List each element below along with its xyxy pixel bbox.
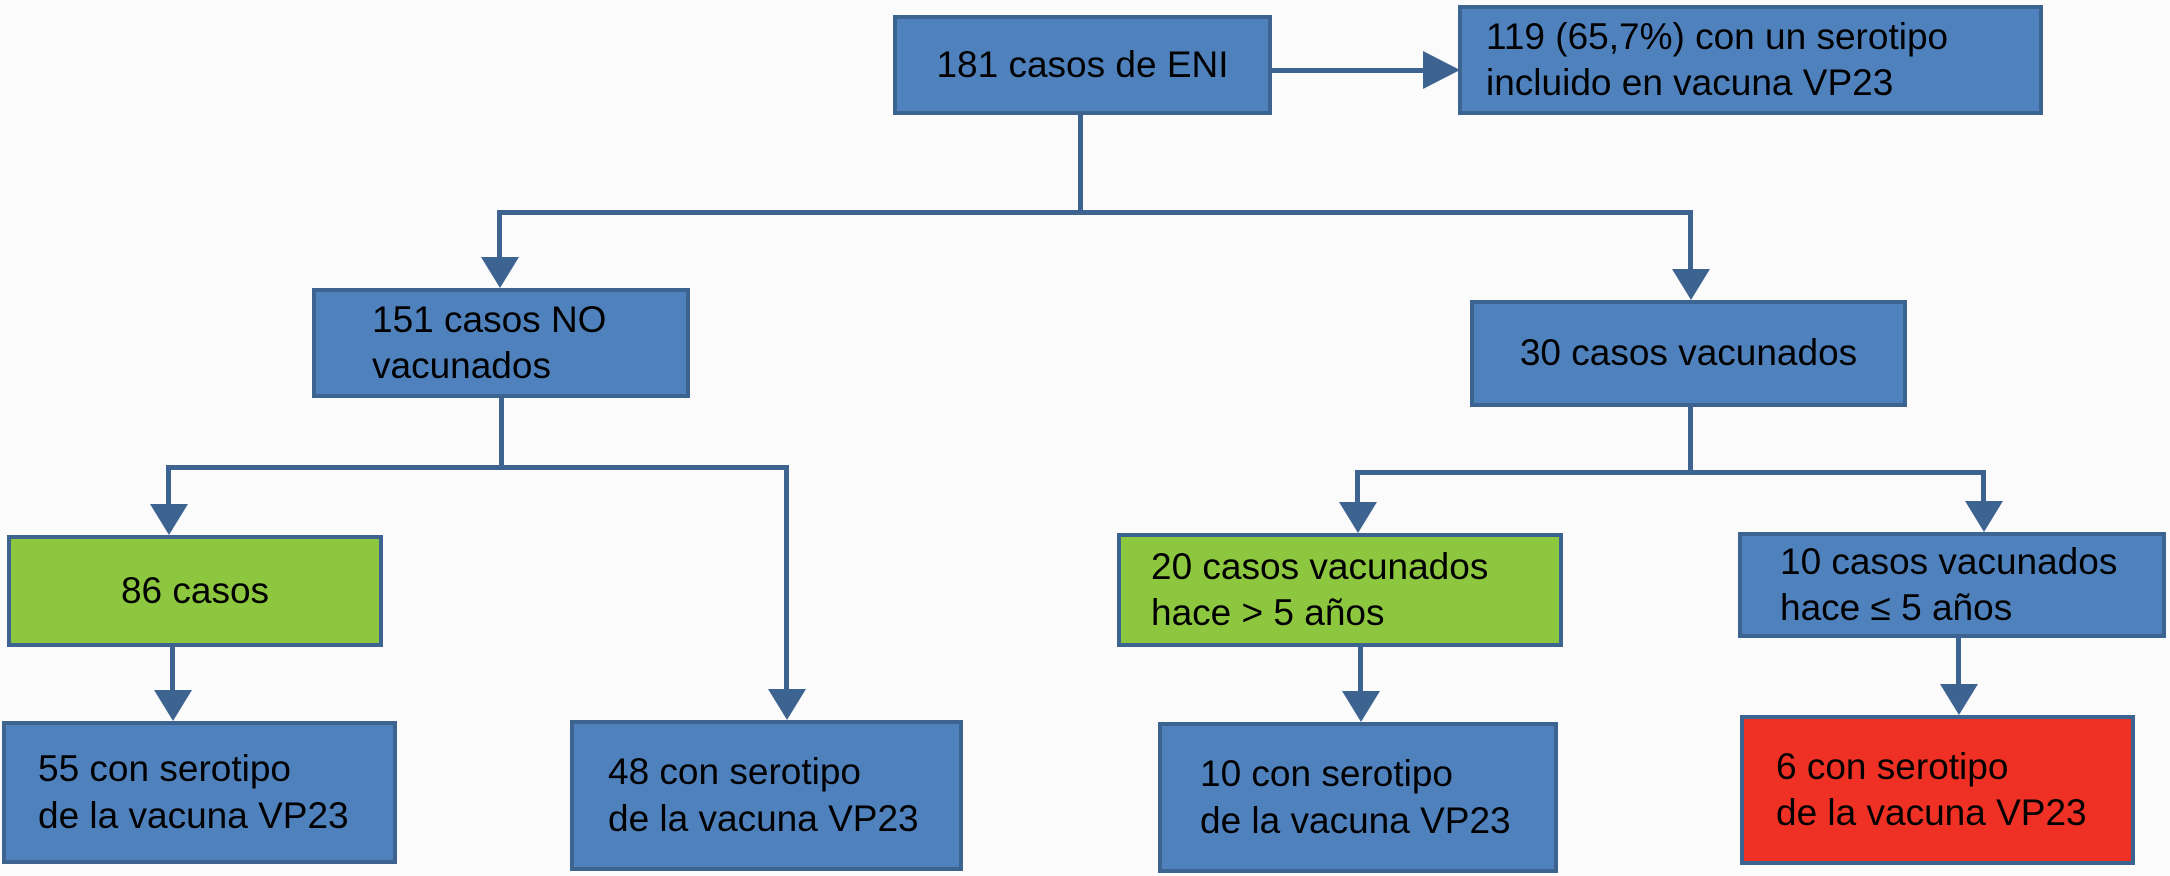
connector-down-86-cases [166, 465, 171, 507]
node-total-eni-cases: 181 casos de ENI [893, 15, 1272, 115]
connector-le5-to-serotype-6 [1956, 638, 1961, 686]
node-serotype-vp23-total: 119 (65,7%) con un serotipo incluido en … [1458, 5, 2043, 115]
node-not-vaccinated: 151 casos NO vacunados [312, 288, 690, 398]
node-serotype-vp23-total-label: 119 (65,7%) con un serotipo incluido en … [1486, 15, 1949, 103]
node-serotype-10: 10 con serotipo de la vacuna VP23 [1158, 722, 1558, 873]
arrowhead-down-icon [150, 504, 188, 535]
connector-gt5-to-serotype-10 [1358, 647, 1363, 693]
arrowhead-down-icon [1940, 684, 1978, 715]
node-vaccinated-le5-years-label: 10 casos vacunados hace ≤ 5 años [1780, 540, 2118, 628]
connector-split-level2-left [166, 465, 789, 470]
node-not-vaccinated-label: 151 casos NO vacunados [372, 298, 607, 386]
node-serotype-6-label: 6 con serotipo de la vacuna VP23 [1776, 745, 2087, 833]
node-serotype-48: 48 con serotipo de la vacuna VP23 [570, 720, 963, 871]
node-vaccinated-gt5-years-label: 20 casos vacunados hace > 5 años [1151, 545, 1489, 633]
connector-down-not-vaccinated [497, 210, 502, 260]
connector-vaccinated-stem [1688, 407, 1693, 475]
node-vaccinated: 30 casos vacunados [1470, 300, 1907, 407]
arrowhead-down-icon [1965, 501, 2003, 532]
connector-split-level1 [497, 210, 1693, 215]
connector-not-vaccinated-stem [499, 398, 504, 470]
connector-split-level2-right [1355, 470, 1986, 475]
node-86-cases: 86 casos [7, 535, 383, 647]
node-serotype-48-label: 48 con serotipo de la vacuna VP23 [608, 751, 919, 839]
node-86-cases-label: 86 casos [120, 569, 270, 611]
node-vaccinated-label: 30 casos vacunados [1519, 332, 1858, 374]
connector-down-vaccinated [1688, 210, 1693, 272]
connector-down-vaccinated-gt5 [1355, 470, 1360, 505]
arrowhead-down-icon [768, 689, 806, 720]
connector-86-to-serotype-55 [170, 647, 175, 692]
node-serotype-10-label: 10 con serotipo de la vacuna VP23 [1200, 753, 1511, 841]
connector-total-stem [1078, 113, 1083, 212]
arrowhead-down-icon [1339, 502, 1377, 533]
node-vaccinated-gt5-years: 20 casos vacunados hace > 5 años [1117, 533, 1563, 647]
arrowhead-down-icon [481, 257, 519, 288]
node-serotype-6: 6 con serotipo de la vacuna VP23 [1740, 715, 2135, 865]
node-total-eni-cases-label: 181 casos de ENI [936, 43, 1229, 85]
connector-down-vaccinated-le5 [1981, 470, 1986, 504]
node-vaccinated-le5-years: 10 casos vacunados hace ≤ 5 años [1738, 532, 2166, 638]
connector-down-serotype-48 [784, 465, 789, 692]
arrowhead-down-icon [1672, 269, 1710, 300]
arrowhead-down-icon [1342, 691, 1380, 722]
node-serotype-55: 55 con serotipo de la vacuna VP23 [2, 721, 397, 864]
arrowhead-right-icon [1423, 51, 1460, 89]
arrowhead-down-icon [154, 690, 192, 721]
connector-total-to-vp23-line [1268, 68, 1424, 73]
node-serotype-55-label: 55 con serotipo de la vacuna VP23 [38, 748, 349, 836]
